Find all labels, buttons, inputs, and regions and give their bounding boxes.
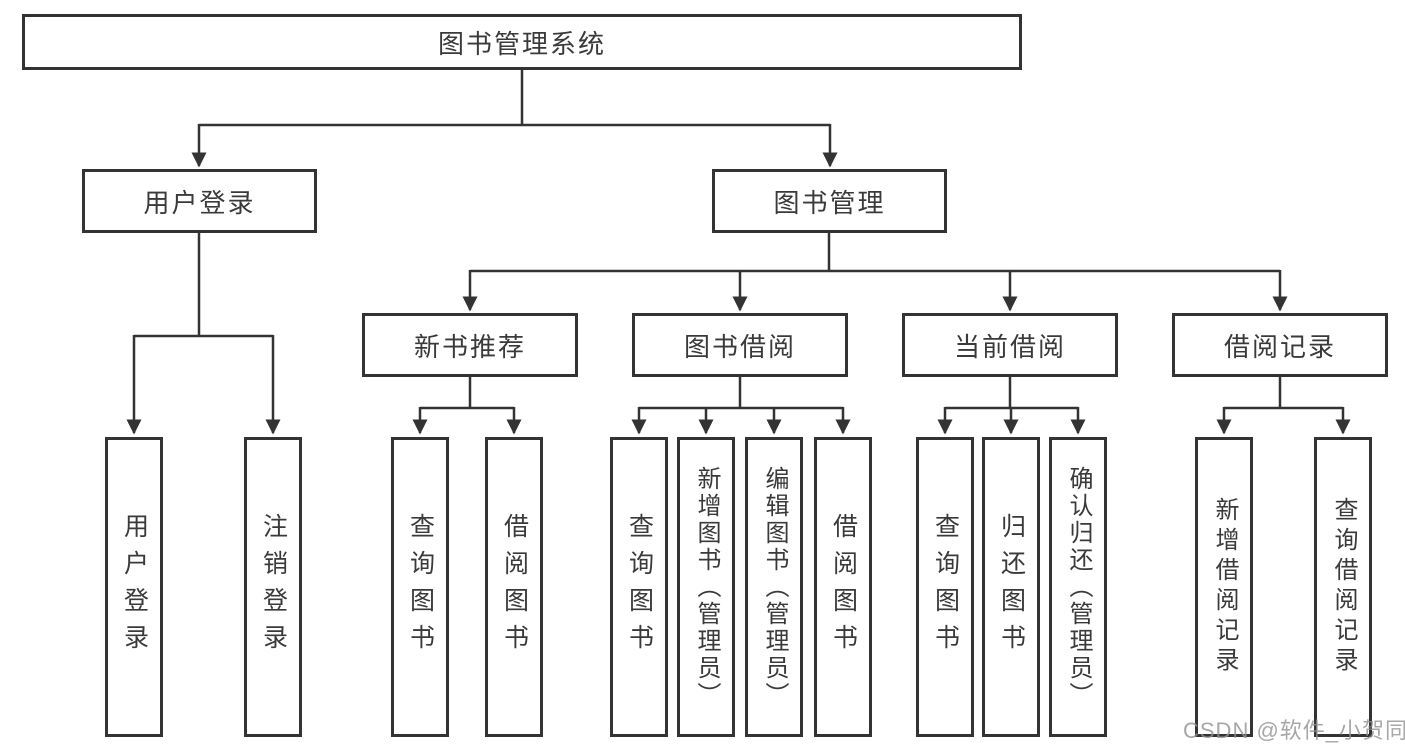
leaf-query-books-borrowing: 查询图书: [610, 437, 668, 737]
leaf-edit-book-admin: 编辑图书（管理员）: [745, 437, 803, 737]
leaf-user-login-label: 用户登录: [120, 513, 149, 661]
node-root: 图书管理系统: [22, 14, 1022, 70]
leaf-query-borrow-record-label: 查询借阅记录: [1330, 497, 1357, 677]
node-book-management: 图书管理: [712, 169, 947, 233]
node-borrowing-records: 借阅记录: [1172, 313, 1388, 377]
leaf-add-borrow-record-label: 新增借阅记录: [1211, 497, 1238, 677]
leaf-logout-label: 注销登录: [259, 513, 288, 661]
leaf-borrow-books-recommend-label: 借阅图书: [500, 513, 529, 661]
leaf-return-book: 归还图书: [982, 437, 1040, 737]
leaf-query-borrow-record: 查询借阅记录: [1314, 437, 1372, 737]
node-current-borrowing: 当前借阅: [902, 313, 1118, 377]
node-new-book-recommend-label: 新书推荐: [413, 331, 526, 362]
leaf-query-books-current: 查询图书: [916, 437, 974, 737]
leaf-confirm-return-admin: 确认归还（管理员）: [1049, 437, 1107, 737]
node-book-borrowing-label: 图书借阅: [683, 331, 796, 362]
csdn-watermark: CSDN @软件_小贺同学: [1183, 718, 1405, 743]
leaf-add-book-admin: 新增图书（管理员）: [677, 437, 735, 737]
node-user-login-label: 用户登录: [143, 187, 256, 218]
node-current-borrowing-label: 当前借阅: [953, 331, 1066, 362]
leaf-query-books-current-label: 查询图书: [931, 513, 960, 661]
leaf-confirm-return-admin-label: 确认归还（管理员）: [1065, 465, 1092, 709]
node-borrowing-records-label: 借阅记录: [1223, 331, 1336, 362]
leaf-user-login: 用户登录: [105, 437, 163, 737]
leaf-return-book-label: 归还图书: [997, 513, 1026, 661]
node-book-borrowing: 图书借阅: [632, 313, 848, 377]
leaf-borrow-books-borrowing-label: 借阅图书: [829, 513, 858, 661]
leaf-query-books-recommend: 查询图书: [391, 437, 449, 737]
leaf-add-book-admin-label: 新增图书（管理员）: [693, 465, 720, 709]
leaf-add-borrow-record: 新增借阅记录: [1195, 437, 1253, 737]
leaf-query-books-borrowing-label: 查询图书: [625, 513, 654, 661]
node-book-management-label: 图书管理: [773, 187, 886, 218]
node-root-label: 图书管理系统: [437, 28, 606, 59]
node-user-login: 用户登录: [82, 169, 317, 233]
leaf-query-books-recommend-label: 查询图书: [406, 513, 435, 661]
leaf-edit-book-admin-label: 编辑图书（管理员）: [761, 465, 788, 709]
leaf-borrow-books-borrowing: 借阅图书: [814, 437, 872, 737]
leaf-logout: 注销登录: [244, 437, 302, 737]
leaf-borrow-books-recommend: 借阅图书: [485, 437, 543, 737]
node-new-book-recommend: 新书推荐: [362, 313, 578, 377]
